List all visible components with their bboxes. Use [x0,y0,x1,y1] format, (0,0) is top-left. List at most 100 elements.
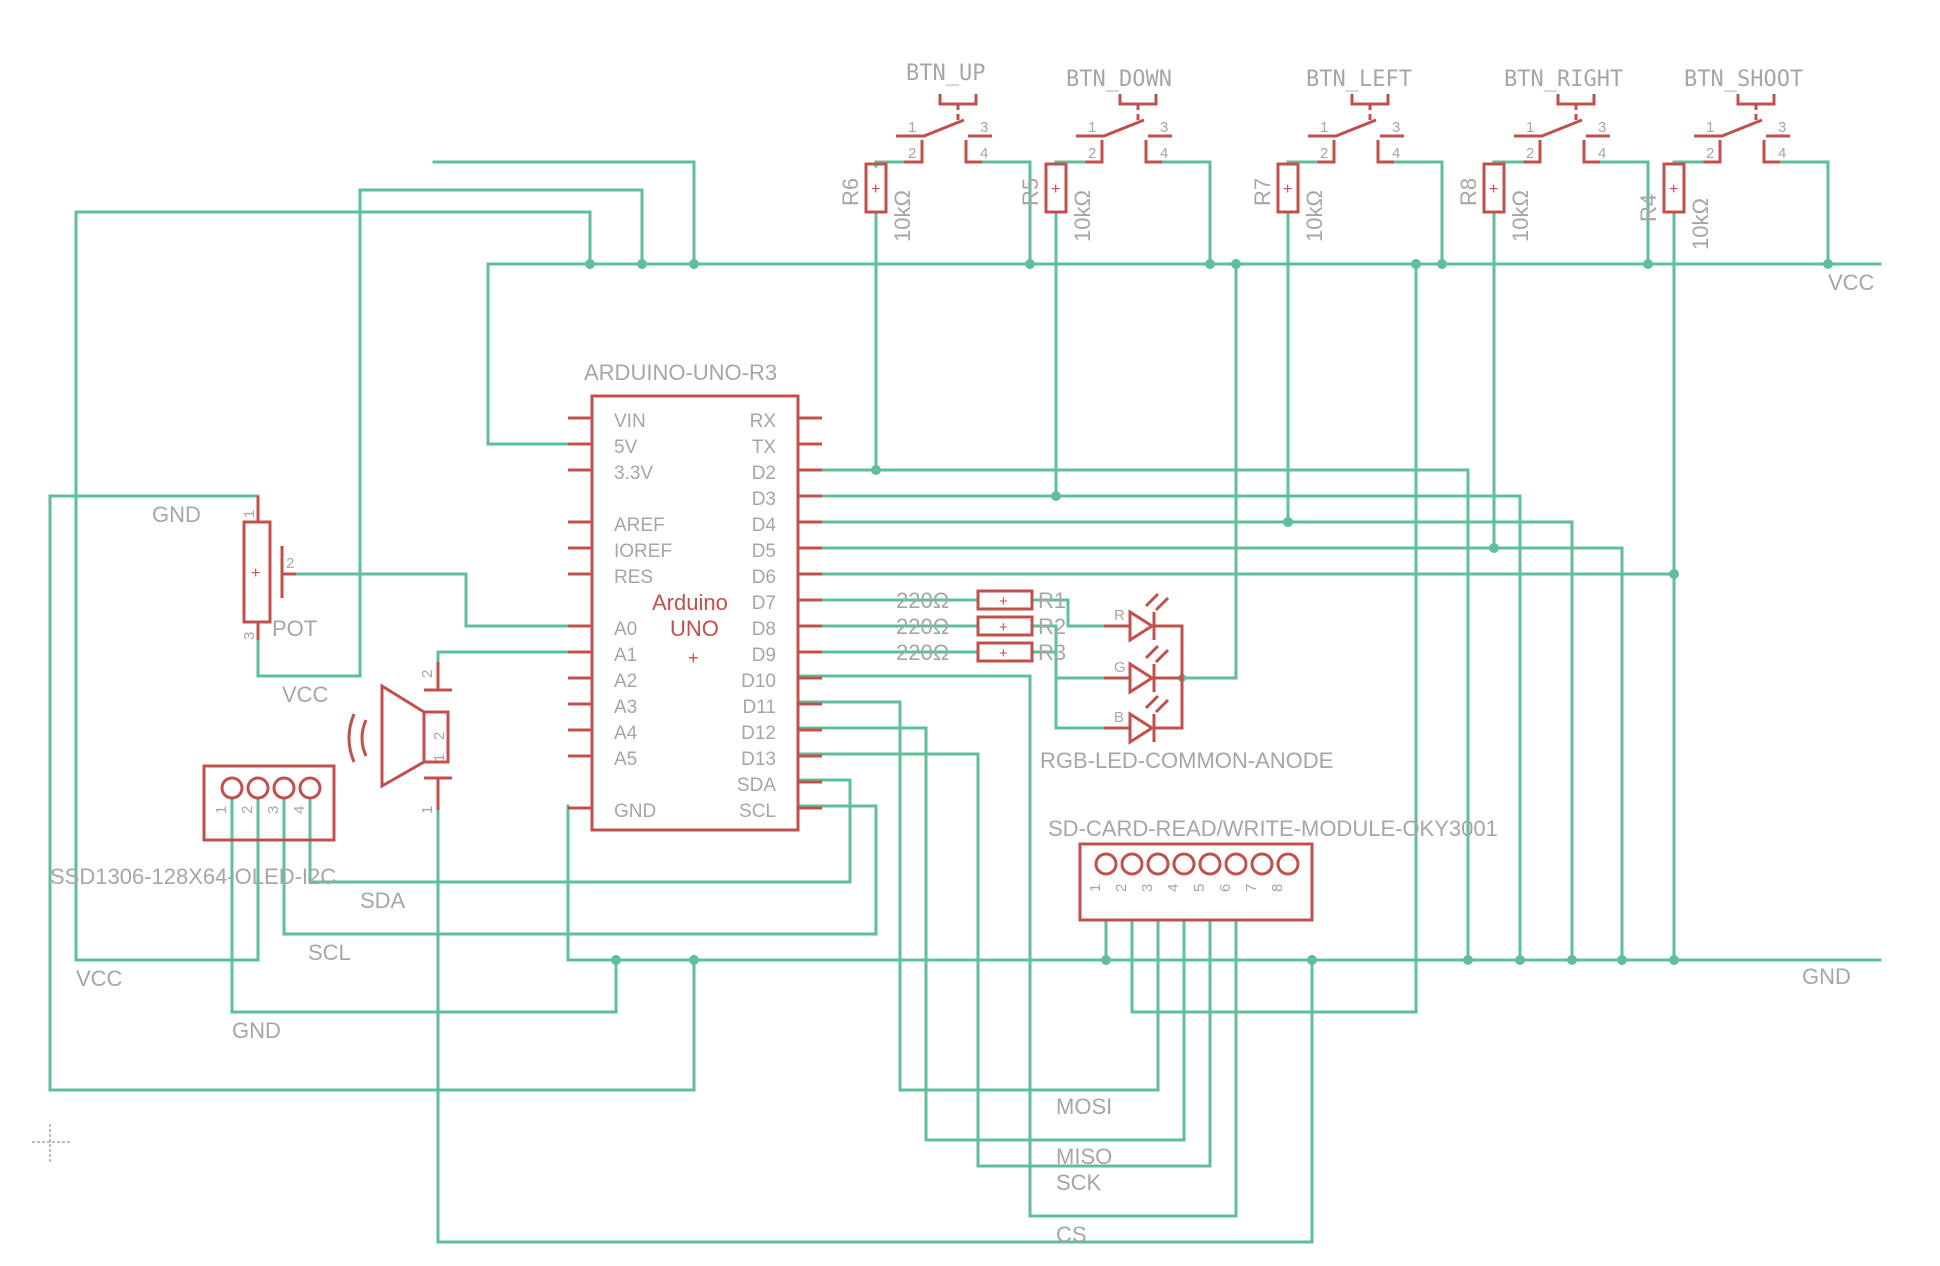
svg-text:1: 1 [908,119,916,136]
svg-text:1: 1 [431,754,448,762]
resistor-value: 10kΩ [1070,190,1095,242]
pushbutton-switch-icon[interactable] [1514,94,1610,164]
arduino-left-pin: 3.3V [614,463,653,484]
svg-text:R3: R3 [1038,640,1066,665]
arduino-right-pin: D9 [752,645,776,666]
button-group-4[interactable]: BTN_RIGHT 1 2 3 4 + R8 10kΩ [1456,67,1623,242]
vcc-rail-down-5v [486,262,570,446]
arduino-left-pin: A0 [614,619,637,640]
svg-text:+: + [999,619,1008,636]
rgb-led-module[interactable]: + + + 220Ω 220Ω 220Ω R1 R2 R3 R G B RGB-… [896,588,1333,773]
potentiometer[interactable]: + 1 2 3 POT [241,496,317,641]
wire-mosi [796,700,1160,1092]
wire-top-2 [358,188,644,266]
sd-header-icon[interactable] [1078,842,1314,922]
arduino-right-pin: SCL [739,801,776,822]
wire-vcc-oled [74,210,260,962]
svg-text:+: + [999,645,1008,662]
svg-text:+: + [1489,181,1498,198]
pushbutton-switch-icon[interactable] [1076,94,1172,164]
arduino-name-2: UNO [670,616,719,641]
svg-text:3: 3 [1160,119,1168,136]
arduino-right-pin: D12 [741,723,776,744]
button-group-5[interactable]: BTN_SHOOT 1 2 3 4 + R4 10kΩ [1636,67,1803,250]
svg-text:1: 1 [419,806,436,814]
svg-text:+: + [871,181,880,198]
wire-gnd-pot [48,494,696,1092]
wire-d3 [796,210,1058,498]
svg-text:+: + [1051,181,1060,198]
button-label: BTN_DOWN [1066,67,1172,92]
svg-text:4: 4 [1598,145,1606,162]
net-label-scl: SCL [308,940,351,965]
wire-btn5-vcc [1778,160,1830,266]
button-label: BTN_SHOOT [1684,67,1803,92]
wire-sda [282,798,878,936]
svg-text:5: 5 [1191,884,1208,892]
svg-text:1: 1 [1087,884,1104,892]
origin-crosshair-icon [32,1124,70,1162]
arduino-left-pin: VIN [614,411,646,432]
wire-buzzer-a1 [436,650,570,682]
wire-gnd-oled [230,798,618,1014]
svg-text:7: 7 [1243,884,1260,892]
svg-text:3: 3 [265,806,282,814]
pushbutton-switch-icon[interactable] [1308,94,1404,164]
arduino-name: Arduino [652,590,728,615]
svg-text:R: R [1114,607,1125,624]
wire-sck [796,752,1212,1168]
arduino-right-pin: RX [750,411,777,432]
arduino-body[interactable] [590,394,800,832]
svg-text:G: G [1114,659,1126,676]
arduino-part-label: ARDUINO-UNO-R3 [584,360,777,385]
svg-text:+: + [1669,181,1678,198]
svg-text:3: 3 [1598,119,1606,136]
wire-d5 [796,210,1496,550]
net-label-vcc: VCC [76,966,123,991]
arduino-left-pin: AREF [614,515,665,536]
pot-label: POT [272,616,317,641]
svg-text:4: 4 [1778,145,1786,162]
svg-text:4: 4 [1392,145,1400,162]
sd-card-module[interactable]: 1 2 3 4 5 6 7 8 SD-CARD-READ/WRITE-MODUL… [1048,816,1498,922]
button-label: BTN_UP [906,61,985,86]
resistor-icon [1276,162,1300,214]
svg-text:2: 2 [1320,145,1328,162]
arduino-right-pin: SDA [737,775,776,796]
sd-part-label: SD-CARD-READ/WRITE-MODULE-OKY3001 [1048,816,1498,841]
svg-text:1: 1 [213,806,230,814]
wire-d2-right [796,468,1470,962]
buzzer[interactable]: 2 1 2 1 [347,662,452,814]
wire-scl [308,778,852,884]
svg-text:+: + [1283,181,1292,198]
net-label-miso: MISO [1056,1144,1112,1169]
button-group-3[interactable]: BTN_LEFT 1 2 3 4 + R7 10kΩ [1250,67,1412,242]
arduino-left-pin: IOREF [614,541,672,562]
arduino-uno[interactable]: ARDUINO-UNO-R3 VIN 5V 3.3V AREF IOREF RE… [568,360,822,832]
button-group-2[interactable]: BTN_DOWN 1 2 3 4 + R5 10kΩ [1018,67,1172,242]
svg-text:B: B [1114,709,1124,726]
wire-d5-right [1492,546,1624,962]
svg-text:220Ω: 220Ω [896,614,949,639]
svg-text:1: 1 [241,510,258,518]
button-group-1[interactable]: BTN_UP 1 2 3 4 + R6 10kΩ [838,61,992,242]
oled-display[interactable]: 1 2 3 4 SSD1306-128X64-OLED-I2C [50,764,336,889]
speaker-icon [347,662,452,810]
resistor-value: 10kΩ [1508,190,1533,242]
wire-btn2-vcc [1160,160,1212,266]
arduino-left-pin: A2 [614,671,637,692]
wire-sd-vcc [1130,262,1418,1014]
resistor-icon [1662,162,1686,214]
net-label-mosi: MOSI [1056,1094,1112,1119]
net-label-sck: SCK [1056,1170,1102,1195]
resistor-name: R6 [838,178,863,206]
svg-text:2: 2 [286,555,294,572]
resistor-r2-icon [976,615,1034,637]
arduino-right-pin: D8 [752,619,776,640]
oled-header-icon[interactable] [202,764,336,842]
wire-btn3-vcc [1392,160,1444,266]
resistor-value: 10kΩ [1688,198,1713,250]
pushbutton-switch-icon[interactable] [1694,94,1790,164]
pushbutton-switch-icon[interactable] [896,94,992,164]
arduino-right-pin: D3 [752,489,776,510]
